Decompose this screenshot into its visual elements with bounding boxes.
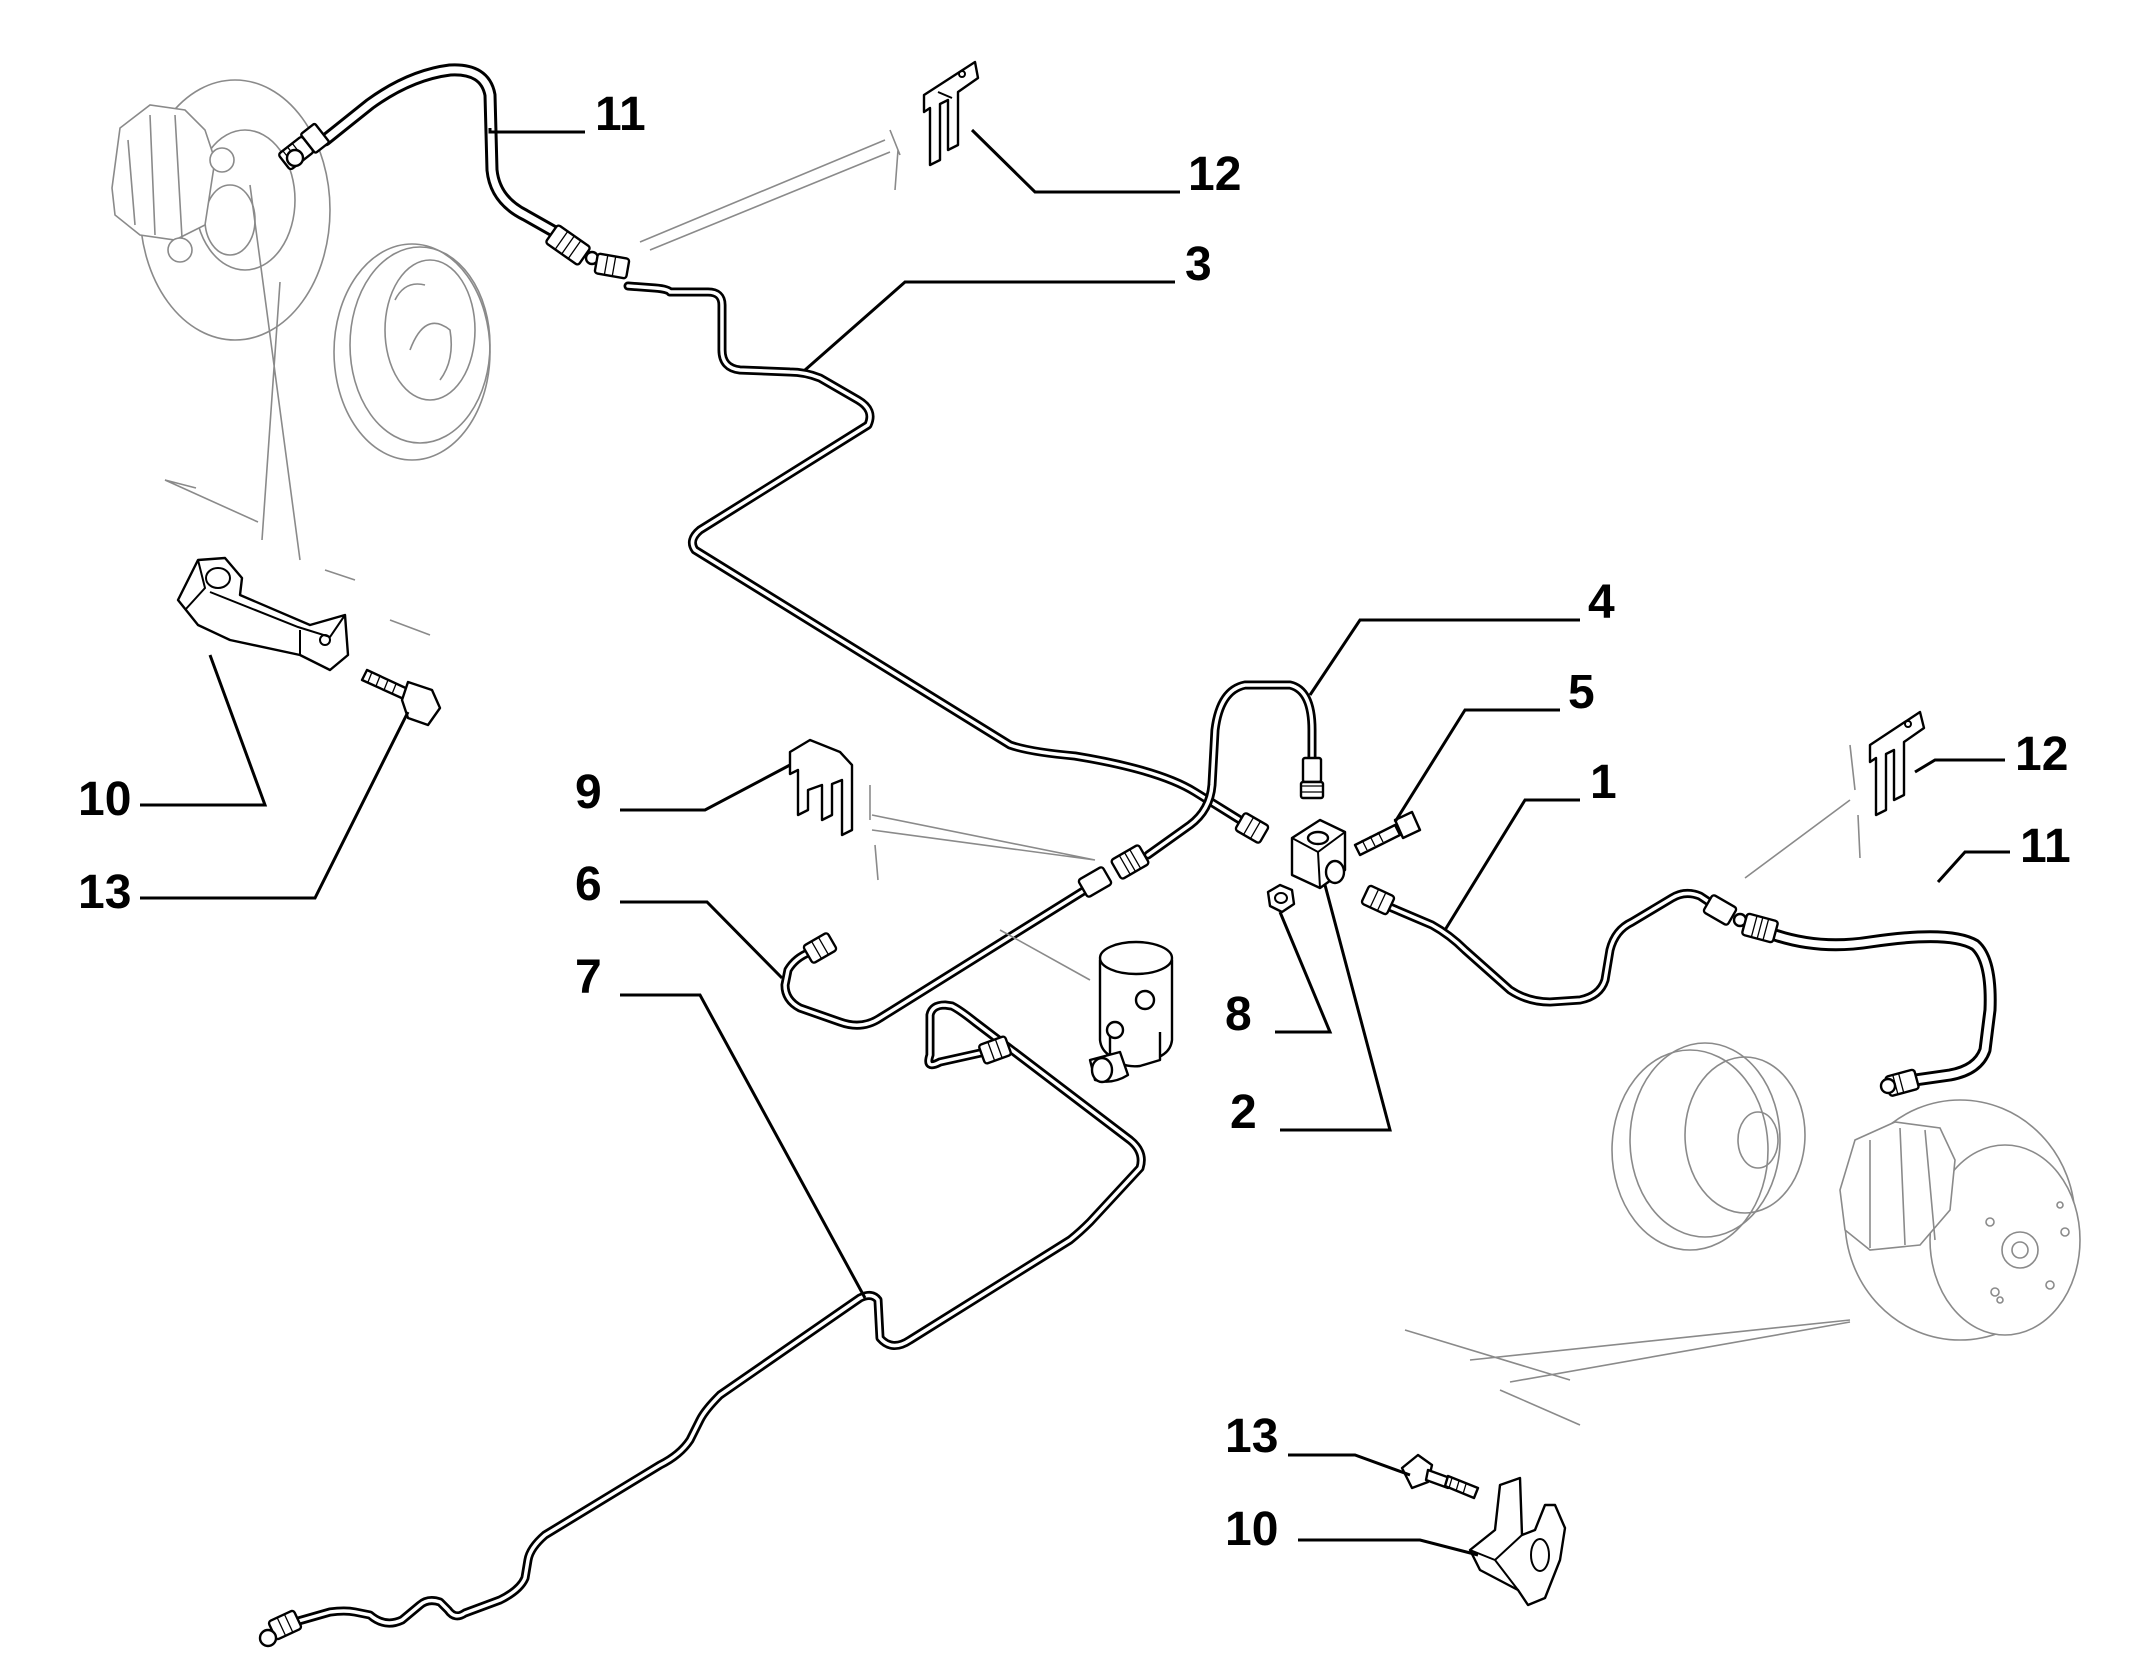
callout-9: 9: [575, 766, 602, 819]
leader-6: [620, 900, 784, 980]
leader-lines: [140, 128, 2010, 1557]
leader-4: [1308, 618, 1580, 696]
callout-3: 3: [1185, 238, 1212, 291]
bolt-left: [360, 668, 442, 727]
bracket-left: [176, 556, 350, 672]
callout-1: 1: [1590, 756, 1617, 809]
left-brake-drum-outline: [333, 243, 491, 461]
leader-12-top: [970, 128, 1180, 194]
leader-8: [1275, 911, 1333, 1034]
right-wheel-hub-outline: [1839, 1099, 2081, 1341]
brake-pipe-4: [1143, 680, 1317, 860]
junction-block: [1290, 818, 1347, 890]
brake-pressure-regulator: [999, 929, 1174, 1084]
nut: [1266, 883, 1296, 914]
brake-pipe-6: [780, 885, 1090, 1030]
callout-11-right: 11: [2020, 820, 2071, 873]
brake-pipe-7: [290, 1000, 1146, 1628]
leader-5: [1393, 708, 1560, 823]
leader-11-right: [1936, 850, 2010, 884]
leader-13-left: [140, 711, 410, 900]
callout-2: 2: [1230, 1086, 1257, 1139]
left-wheel-hub-outline: [111, 79, 331, 341]
leader-10-left: [140, 654, 268, 807]
pipe-clip-9: [788, 738, 1096, 881]
bolt-junction: [1353, 810, 1422, 857]
bolt-bottom: [1400, 1453, 1480, 1500]
leader-10-bottom: [1298, 1538, 1479, 1557]
leader-11-top: [488, 128, 585, 134]
leader-13-bottom: [1288, 1453, 1411, 1477]
pipe-clip-top: [639, 60, 980, 251]
callout-12-top: 12: [1188, 148, 1241, 201]
leader-12-right: [1914, 758, 2005, 774]
left-bracket-hint-lines: [164, 184, 431, 636]
callout-10-left: 10: [78, 773, 131, 826]
right-brake-drum-outline: [1611, 1042, 1806, 1251]
right-bracket-hint-lines: [1404, 1319, 1851, 1426]
callout-12-right: 12: [2015, 728, 2068, 781]
callout-7: 7: [575, 951, 602, 1004]
brake-pipe-3: [623, 281, 1245, 825]
leader-1: [1443, 798, 1580, 931]
callout-4: 4: [1588, 576, 1615, 629]
flex-hose-right: [1768, 928, 1997, 1087]
callout-13-bottom: 13: [1225, 1410, 1278, 1463]
leader-2: [1280, 884, 1392, 1132]
pipe-clip-right: [1744, 710, 1926, 879]
flex-hose-left: [318, 63, 562, 239]
callout-5: 5: [1568, 666, 1595, 719]
union-fittings: [258, 122, 1920, 1648]
bracket-bottom: [1468, 1476, 1567, 1607]
callout-11-top: 11: [595, 88, 646, 141]
leader-7: [620, 993, 867, 1299]
leader-3: [804, 280, 1175, 372]
brake-pipe-1: [1380, 888, 1720, 1007]
callout-13-left: 13: [78, 866, 131, 919]
leader-9: [620, 763, 791, 812]
callout-6: 6: [575, 858, 602, 911]
callout-8: 8: [1225, 988, 1252, 1041]
callout-numbers: 11 12 3 4 5 1 12 11 9 6 7 8 2 10 13 13 1…: [78, 88, 2071, 1556]
callout-10-bottom: 10: [1225, 1503, 1278, 1556]
